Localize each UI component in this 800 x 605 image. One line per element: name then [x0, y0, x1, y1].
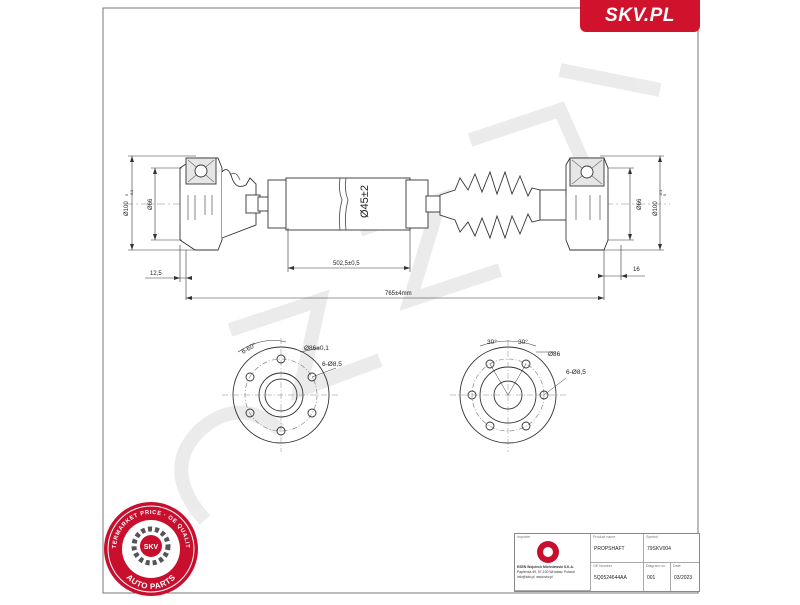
symbol-value: 79SKV004 [647, 546, 671, 552]
product-cell: Product name PROPSHAFT [591, 534, 644, 563]
left-joint [179, 157, 271, 251]
dim-tube-diameter: Ø45±2 [359, 185, 371, 218]
skv-quality-stamp: AFTERMARKET PRICE · OE QUALITY · AUTO PA… [0, 0, 198, 596]
drawing-frame [102, 7, 699, 594]
date-label: Date [673, 564, 681, 568]
oe-label: OE Number [593, 564, 612, 568]
right-flange-holes: 6-Ø8,5 [566, 369, 586, 376]
right-flange-labels: 30° 30° Ø86 6-Ø8,5 [487, 338, 586, 376]
dimension-arrows [130, 156, 662, 300]
right-flange-pcd: Ø86 [548, 351, 561, 358]
left-flange-angle: 6-60° [240, 341, 258, 356]
dim-left-flange-tol2: 0 [125, 194, 129, 196]
importer-label: Importer [517, 535, 531, 539]
stamp-center-text: SKV [144, 544, 159, 551]
dim-right-offset: 16 [633, 267, 640, 273]
dim-total-length: 765±4mm [385, 291, 412, 297]
dimension-texts: Ø100 -0,3 0 Ø66 Ø45±2 Ø66 Ø100 -0,3 0 12… [124, 185, 667, 297]
left-flange-view [222, 338, 340, 452]
symbol-cell: Symbol 79SKV004 [644, 534, 699, 563]
importer-logo [537, 541, 559, 563]
title-block: Importer ESEN Wojciech Michniewski S.K.A… [514, 533, 700, 592]
dimension-lines [128, 155, 664, 300]
symbol-label: Symbol [646, 535, 658, 539]
dim-left-offset: 12,5 [150, 271, 162, 277]
dim-right-pilot: Ø66 [637, 198, 643, 210]
dim-tube-length: 502,5±0,5 [333, 261, 360, 267]
oe-cell: OE Number 5Q0524644AA [591, 563, 644, 591]
right-flange-view [450, 340, 567, 452]
importer-cell: Importer ESEN Wojciech Michniewski S.K.A… [515, 534, 591, 591]
version-label: Diagram no. [646, 564, 666, 568]
version-cell: Diagram no. 001 [644, 563, 671, 591]
oe-value: 5Q0524644AA [594, 575, 627, 581]
shaft-tube [267, 177, 429, 231]
dim-left-flange-tol: -0,3 [130, 190, 134, 196]
right-flange-angle-a: 30° [487, 338, 497, 346]
dim-right-flange: Ø100 [653, 201, 659, 216]
dim-right-flange-tol: -0,3 [659, 190, 663, 196]
date-value: 03/2023 [674, 575, 693, 581]
importer-contact: info@skv.pl, www.skv.pl [517, 575, 553, 579]
version-value: 001 [647, 575, 656, 581]
brand-site-tag: SKV.PL [580, 0, 700, 32]
right-joint [539, 157, 609, 251]
product-value: PROPSHAFT [594, 546, 625, 552]
skv-watermark [174, 63, 662, 525]
right-boot [425, 170, 541, 240]
date-cell: Date 03/2023 [671, 563, 699, 591]
dim-left-flange: Ø100 [124, 201, 130, 216]
right-flange-angle-b: 30° [518, 338, 528, 346]
left-flange-pcd: Ø86±0,1 [304, 345, 329, 352]
dim-right-flange-tol2: 0 [663, 194, 667, 196]
product-label: Product name [593, 535, 616, 539]
left-flange-holes: 6-Ø8,5 [322, 361, 342, 368]
dim-left-pilot: Ø66 [148, 198, 154, 210]
importer-name: ESEN Wojciech Michniewski S.K.A. [517, 565, 574, 569]
importer-address: Papiernia 49, 57-100 Wrocław, Poland [517, 570, 575, 574]
